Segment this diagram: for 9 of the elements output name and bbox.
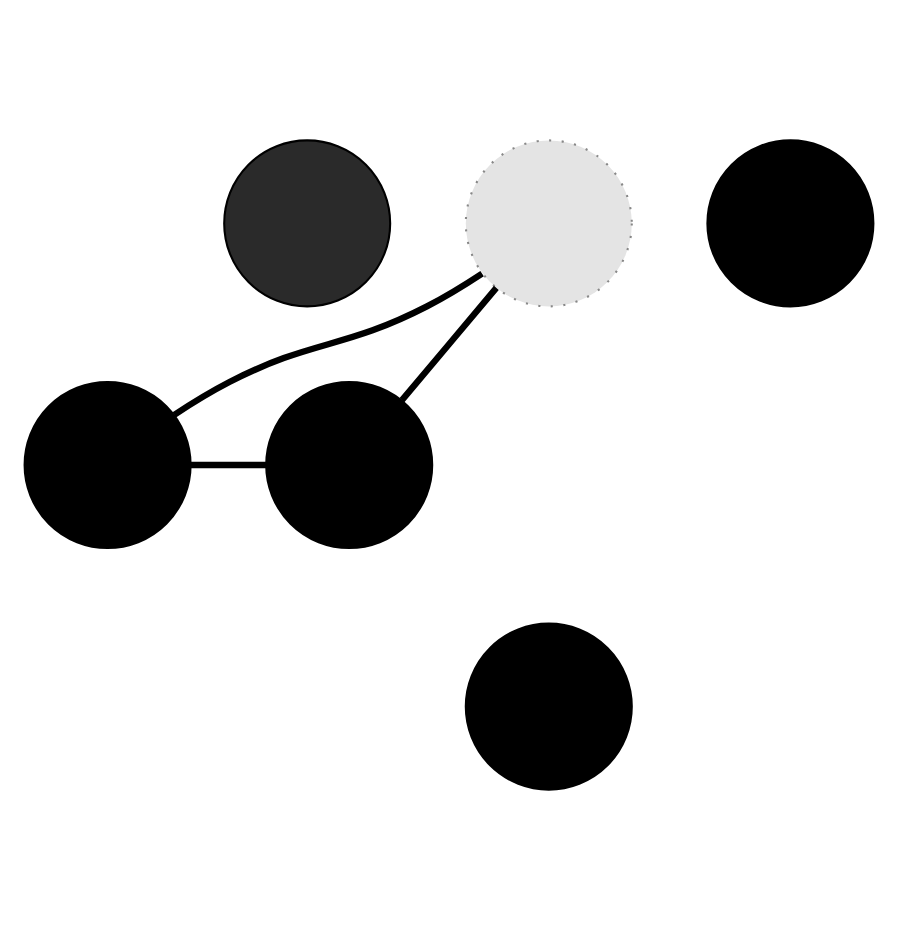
node-circle — [265, 379, 434, 549]
connector — [399, 284, 499, 402]
node-circle — [23, 379, 192, 549]
node-circle — [223, 138, 392, 307]
connector — [190, 460, 267, 468]
node-circle — [706, 138, 875, 307]
node-circle — [464, 138, 633, 307]
connector — [172, 269, 484, 417]
node-circle — [464, 621, 633, 790]
